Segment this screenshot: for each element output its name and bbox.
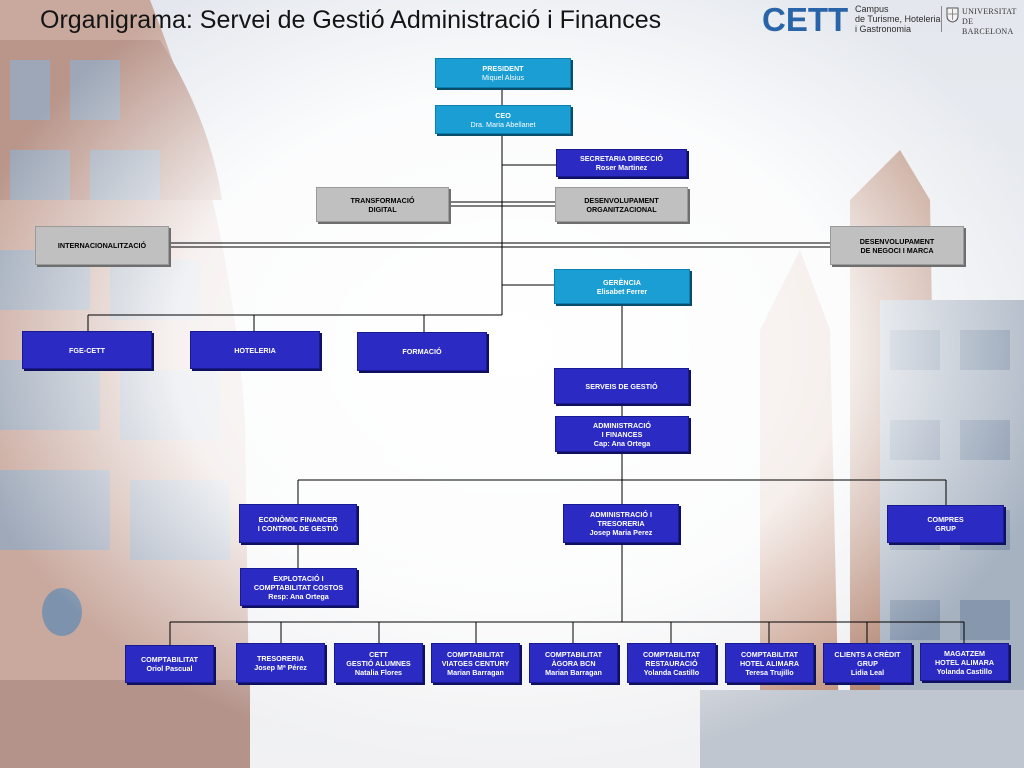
- node-magatzem-hotel-alimara[interactable]: MAGATZEM HOTEL ALIMARA Yolanda Castillo: [920, 643, 1009, 681]
- node-explotacio-comptabilitat-costos[interactable]: EXPLOTACIÓ I COMPTABILITAT COSTOS Resp: …: [240, 568, 357, 606]
- node-title: CETT: [369, 649, 388, 659]
- node-person: Roser Martinez: [595, 163, 648, 172]
- node-title: HOTEL ALIMARA: [739, 658, 800, 668]
- node-desenvolupament-negoci[interactable]: DESENVOLUPAMENT DE NEGOCI I MARCA: [830, 226, 964, 265]
- node-person: Cap: Ana Ortega: [593, 438, 651, 448]
- node-title: GRUP: [857, 658, 878, 668]
- node-economic-financer[interactable]: ECONÒMIC FINANCER I CONTROL DE GESTIÓ: [239, 504, 357, 543]
- cett-logo-icon: CETT: [762, 2, 848, 36]
- node-person: Dra. Maria Abellanet: [470, 119, 536, 129]
- node-title: COMPTABILITAT: [140, 655, 199, 664]
- node-person: Marian Barragan: [447, 667, 504, 677]
- node-comptabilitat-hotel-alimara[interactable]: COMPTABILITAT HOTEL ALIMARA Teresa Truji…: [725, 643, 814, 683]
- node-title: COMPTABILITAT: [642, 649, 701, 659]
- node-title: TRESORERIA: [597, 519, 645, 528]
- node-title: ADMINISTRACIÓ: [593, 420, 651, 430]
- node-title: CEO: [495, 110, 511, 120]
- node-title: FGE-CETT: [69, 345, 105, 355]
- node-title: DIGITAL: [368, 204, 397, 214]
- node-title: MAGATZEM: [944, 648, 985, 658]
- node-person: Resp: Ana Ortega: [268, 591, 329, 601]
- node-person: Josep Mª Pérez: [254, 663, 307, 672]
- node-title: ECONÒMIC FINANCER: [258, 514, 338, 524]
- node-title: DESENVOLUPAMENT: [584, 195, 659, 205]
- node-desenvolupament-organitzacional[interactable]: DESENVOLUPAMENT ORGANITZACIONAL: [555, 187, 688, 222]
- cett-line: de Turisme, Hoteleria: [855, 14, 941, 24]
- page-title: Organigrama: Servei de Gestió Administra…: [40, 6, 662, 34]
- node-person: Elisabet Ferrer: [596, 286, 648, 296]
- node-title: SECRETARIA DIRECCIÓ: [579, 154, 664, 163]
- node-person: Marian Barragan: [545, 667, 602, 677]
- node-title: GESTIÓ ALUMNES: [346, 658, 411, 668]
- cett-line: i Gastronomia: [855, 24, 912, 34]
- node-person: Natalia Flores: [354, 667, 403, 677]
- node-comptabilitat-viatges-century[interactable]: COMPTABILITAT VIATGES CENTURY Marian Bar…: [431, 643, 520, 683]
- ub-logo-text: UNIVERSITAT DE BARCELONA: [962, 7, 1024, 37]
- node-title: GRUP: [935, 524, 956, 533]
- ub-shield-icon: [946, 7, 959, 23]
- node-title: TRANSFORMACIÓ: [350, 195, 415, 205]
- node-title: COMPTABILITAT: [740, 649, 799, 659]
- node-title: COMPTABILITAT COSTOS: [253, 582, 344, 592]
- node-person: Lidia Leal: [850, 667, 885, 677]
- node-administracio-tresoreria[interactable]: ADMINISTRACIÓ I TRESORERIA Josep Maria P…: [563, 504, 679, 543]
- node-formacio[interactable]: FORMACIÓ: [357, 332, 487, 371]
- node-title: RESTAURACIÓ: [645, 658, 698, 668]
- node-ceo[interactable]: CEO Dra. Maria Abellanet: [435, 105, 571, 134]
- cett-logo-text: CETT: [762, 2, 848, 36]
- node-comptabilitat[interactable]: COMPTABILITAT Oriol Pascual: [125, 645, 214, 683]
- node-title: HOTEL ALIMARA: [934, 657, 995, 667]
- node-hoteleria[interactable]: HOTELERIA: [190, 331, 320, 369]
- node-person: Yolanda Castillo: [936, 666, 993, 676]
- node-administracio-finances[interactable]: ADMINISTRACIÓ I FINANCES Cap: Ana Ortega: [555, 416, 689, 452]
- node-title: HOTELERIA: [234, 345, 276, 355]
- node-internacionalitzacio[interactable]: INTERNACIONALITZACIÓ: [35, 226, 169, 265]
- node-person: Teresa Trujillo: [745, 667, 794, 677]
- node-cett-gestio-alumnes[interactable]: CETT GESTIÓ ALUMNES Natalia Flores: [334, 643, 423, 683]
- node-title: PRESIDENT: [482, 64, 524, 73]
- node-title: TRESORERIA: [256, 654, 305, 663]
- node-title: VIATGES CENTURY: [441, 658, 510, 668]
- node-compres-grup[interactable]: COMPRES GRUP: [887, 505, 1004, 543]
- node-tresoreria[interactable]: TRESORERIA Josep Mª Pérez: [236, 643, 325, 683]
- node-comptabilitat-agora-bcn[interactable]: COMPTABILITAT ÀGORA BCN Marian Barragan: [529, 643, 618, 683]
- node-title: ÀGORA BCN: [551, 658, 596, 668]
- node-title: I CONTROL DE GESTIÓ: [257, 523, 339, 533]
- node-title: INTERNACIONALITZACIÓ: [57, 241, 147, 250]
- node-title: GERÈNCIA: [603, 277, 641, 287]
- node-person: Miquel Alsius: [482, 73, 524, 82]
- node-fge-cett[interactable]: FGE-CETT: [22, 331, 152, 369]
- ub-line: UNIVERSITAT DE: [962, 7, 1017, 26]
- node-secretaria-direccio[interactable]: SECRETARIA DIRECCIÓ Roser Martinez: [556, 149, 687, 177]
- logo-divider: [941, 6, 942, 32]
- node-title: ORGANITZACIONAL: [586, 204, 657, 214]
- node-title: DESENVOLUPAMENT: [859, 236, 935, 246]
- node-serveis-de-gestio[interactable]: SERVEIS DE GESTIÓ: [554, 368, 689, 404]
- node-title: DE NEGOCI I MARCA: [860, 245, 934, 255]
- node-president[interactable]: PRESIDENT Miquel Alsius: [435, 58, 571, 88]
- node-person: Josep Maria Perez: [589, 528, 653, 537]
- node-title: SERVEIS DE GESTIÓ: [585, 381, 658, 391]
- node-title: CLIENTS A CRÈDIT: [834, 649, 901, 659]
- node-comptabilitat-restauracio[interactable]: COMPTABILITAT RESTAURACIÓ Yolanda Castil…: [627, 643, 716, 683]
- cett-line: Campus: [855, 4, 889, 14]
- node-gerencia[interactable]: GERÈNCIA Elisabet Ferrer: [554, 269, 690, 304]
- node-person: Yolanda Castillo: [643, 667, 700, 677]
- ub-line: BARCELONA: [962, 27, 1014, 36]
- node-transformacio-digital[interactable]: TRANSFORMACIÓ DIGITAL: [316, 187, 449, 222]
- node-person: Oriol Pascual: [146, 664, 193, 673]
- node-title: EXPLOTACIÓ I: [273, 573, 324, 583]
- node-title: FORMACIÓ: [402, 347, 442, 356]
- node-clients-a-credit-grup[interactable]: CLIENTS A CRÈDIT GRUP Lidia Leal: [823, 643, 912, 683]
- node-title: COMPTABILITAT: [544, 649, 603, 659]
- node-title: COMPRES: [927, 515, 964, 524]
- node-title: COMPTABILITAT: [446, 649, 505, 659]
- node-title: ADMINISTRACIÓ I: [590, 510, 652, 519]
- cett-campus-text: Campus de Turisme, Hoteleria i Gastronom…: [855, 4, 941, 34]
- node-title: I FINANCES: [601, 429, 643, 439]
